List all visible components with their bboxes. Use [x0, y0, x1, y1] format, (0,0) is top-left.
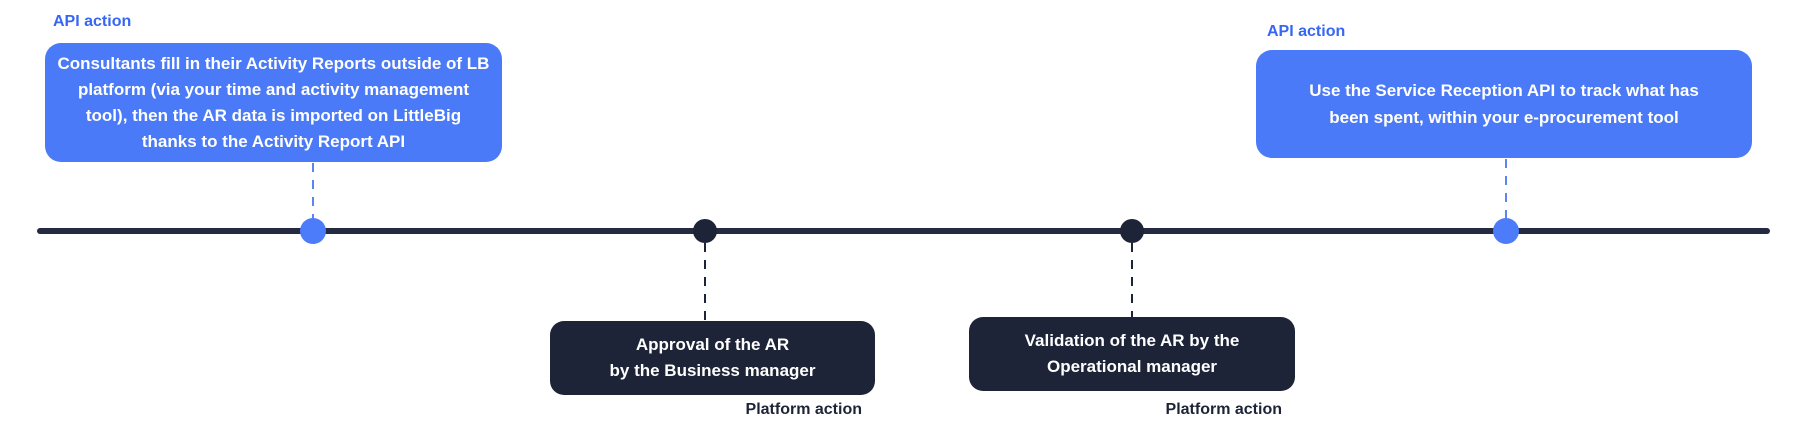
callout-text-line: Validation of the AR by the	[1024, 331, 1240, 350]
callout-text-line: by the Business manager	[609, 361, 816, 380]
api-action-label-1: API action	[53, 13, 132, 30]
platform-callout-validation: Validation of the AR by the Operational …	[969, 317, 1295, 391]
timeline-dot-3	[1120, 219, 1144, 243]
callout-text-line: Operational manager	[1046, 357, 1218, 376]
api-callout-consultants: Consultants fill in their Activity Repor…	[45, 43, 502, 162]
timeline-dot-1	[300, 218, 326, 244]
callout-text-line: Use the Service Reception API to track w…	[1309, 81, 1699, 100]
platform-action-label-2: Platform action	[1165, 401, 1282, 418]
dashed-connector-1	[312, 163, 314, 223]
platform-callout-approval: Approval of the AR by the Business manag…	[550, 321, 875, 395]
callout-text-line: Consultants fill in their Activity Repor…	[57, 53, 490, 73]
timeline-dot-2	[693, 219, 717, 243]
platform-action-label-1: Platform action	[745, 401, 862, 418]
api-callout-service-reception: Use the Service Reception API to track w…	[1256, 50, 1752, 158]
timeline-dot-4	[1493, 218, 1519, 244]
callout-text-line: tool), then the AR data is imported on L…	[85, 105, 462, 125]
callout-text-line: been spent, within your e-procurement to…	[1329, 108, 1679, 127]
callout-text-line: platform (via your time and activity man…	[77, 79, 470, 99]
timeline-line	[37, 228, 1770, 234]
dashed-connector-3	[1131, 243, 1133, 317]
callout-text-line: Approval of the AR	[635, 335, 790, 354]
api-action-label-2: API action	[1267, 23, 1346, 40]
dashed-connector-2	[704, 243, 706, 321]
callout-text-line: thanks to the Activity Report API	[141, 131, 406, 151]
dashed-connector-4	[1505, 159, 1507, 221]
